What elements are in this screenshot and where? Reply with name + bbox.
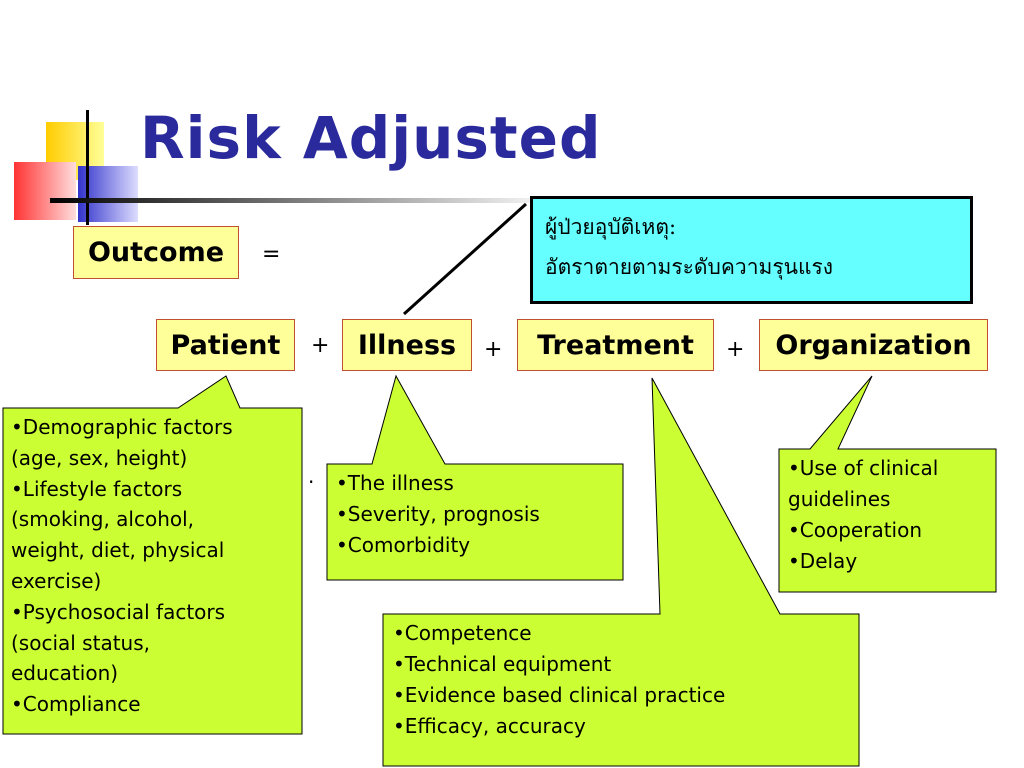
outcome-box: Outcome	[73, 226, 239, 279]
patient-callout-text: •Demographic factors (age, sex, height) …	[11, 412, 233, 720]
treatment-callout-line: •Efficacy, accuracy	[393, 714, 586, 738]
decorative-logo	[14, 110, 560, 225]
thai-note-line2: อัตราตายตามระดับความรุนแรง	[545, 255, 834, 279]
equals-sign: =	[262, 242, 281, 267]
illness-callout-line: •Severity, prognosis	[336, 502, 540, 526]
treatment-callout-line: •Competence	[393, 621, 532, 645]
treatment-callout-text: •Competence •Technical equipment •Eviden…	[393, 618, 725, 742]
treatment-callout-line: •Evidence based clinical practice	[393, 683, 726, 707]
logo-vertical-line	[86, 110, 89, 225]
plus-sign-2: +	[484, 337, 503, 362]
illness-box: Illness	[342, 319, 472, 371]
treatment-callout-line: •Technical equipment	[393, 652, 612, 676]
organization-callout-line: guidelines	[788, 487, 891, 511]
patient-box: Patient	[156, 319, 295, 371]
treatment-callout-shape	[382, 377, 860, 767]
patient-callout-line: education)	[11, 661, 119, 686]
organization-callout-text: •Use of clinical guidelines •Cooperation…	[788, 453, 938, 577]
patient-callout-line: weight, diet, physical	[11, 538, 225, 563]
patient-callout-line: •Lifestyle factors	[11, 476, 183, 501]
organization-box: Organization	[759, 319, 988, 371]
patient-callout-line: exercise)	[11, 568, 102, 593]
organization-callout-shape	[778, 375, 997, 593]
thai-note-line1: ผู้ป่วยอุบัติเหตุ:	[545, 215, 677, 239]
patient-callout-line: •Compliance	[11, 692, 141, 717]
patient-callout-line: (social status,	[11, 630, 150, 655]
thai-note-connector	[402, 202, 528, 316]
plus-sign-3: +	[726, 337, 745, 362]
stray-dot: ·	[308, 470, 315, 494]
thai-note-box: ผู้ป่วยอุบัติเหตุ: อัตราตายตามระดับความร…	[530, 196, 973, 304]
illness-callout-text: •The illness •Severity, prognosis •Comor…	[336, 468, 540, 561]
patient-callout-line: •Demographic factors	[11, 415, 233, 439]
logo-red-square	[14, 162, 76, 220]
organization-callout-line: •Cooperation	[788, 518, 923, 542]
patient-callout-line: (smoking, alcohol,	[11, 507, 195, 532]
title-underline	[50, 198, 560, 203]
organization-callout-line: •Delay	[788, 549, 858, 573]
patient-callout-line: •Psychosocial factors	[11, 599, 226, 624]
plus-sign-1: +	[311, 333, 330, 358]
slide-title: Risk Adjusted	[140, 104, 602, 172]
patient-callout-line: (age, sex, height)	[11, 445, 188, 470]
illness-callout-line: •Comorbidity	[336, 533, 471, 557]
treatment-box: Treatment	[517, 319, 714, 371]
illness-callout-shape	[326, 374, 624, 581]
patient-callout-shape	[2, 375, 303, 735]
illness-callout-line: •The illness	[336, 471, 454, 495]
organization-callout-line: •Use of clinical	[788, 456, 939, 480]
